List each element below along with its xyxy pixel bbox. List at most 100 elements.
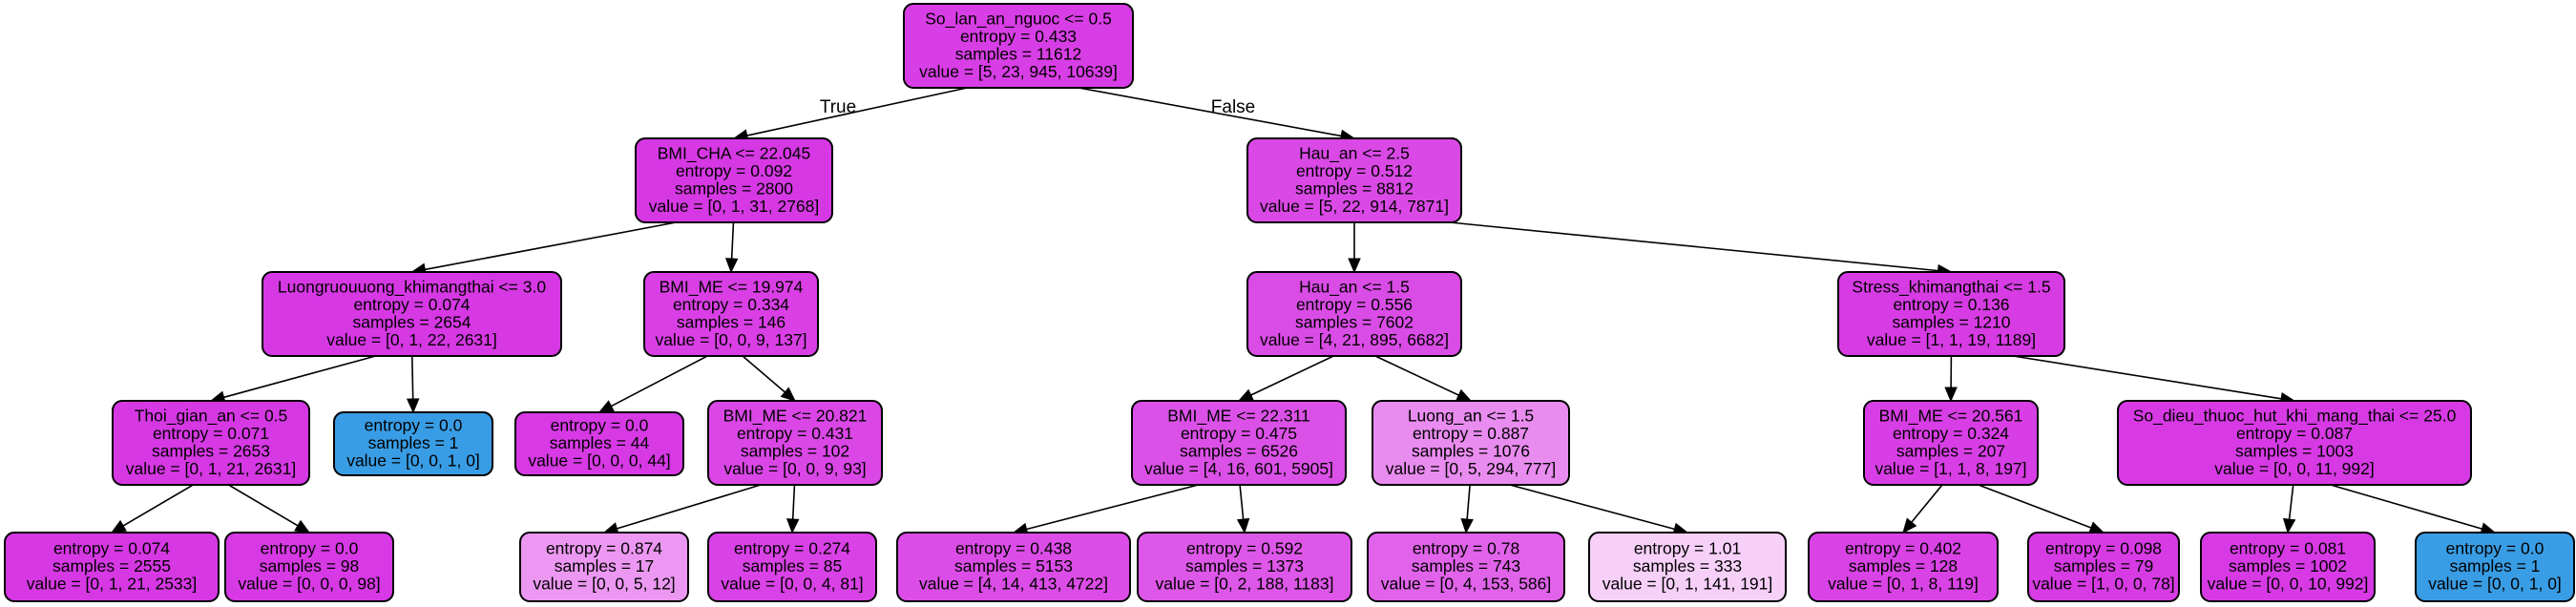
node-line: samples = 79 bbox=[2054, 556, 2154, 576]
node-line: samples = 1373 bbox=[1185, 556, 1304, 576]
tree-edge bbox=[742, 355, 785, 393]
arrow-head-icon bbox=[2282, 517, 2296, 534]
node-line: entropy = 0.78 bbox=[1413, 539, 1519, 558]
node-line: samples = 1076 bbox=[1412, 441, 1530, 460]
node-box bbox=[1863, 400, 2039, 486]
node-line: samples = 1 bbox=[368, 433, 459, 452]
node-line: entropy = 0.0 bbox=[551, 416, 649, 435]
node-line: value = [0, 1, 22, 2631] bbox=[326, 330, 497, 349]
node-box bbox=[1131, 400, 1347, 486]
node-box bbox=[635, 137, 833, 223]
node-line: samples = 146 bbox=[677, 312, 785, 331]
node-line: entropy = 0.087 bbox=[2236, 424, 2353, 443]
node-line: samples = 207 bbox=[1896, 441, 2005, 460]
node-box bbox=[1246, 271, 1462, 357]
node-line: Hau_an <= 2.5 bbox=[1299, 143, 1410, 163]
node-box bbox=[224, 532, 394, 602]
node-line: entropy = 0.136 bbox=[1893, 295, 2009, 314]
node-line: value = [0, 2, 188, 1183] bbox=[1156, 575, 1334, 594]
node-line: Luong_an <= 1.5 bbox=[1408, 406, 1534, 426]
node-line: entropy = 0.433 bbox=[960, 27, 1077, 46]
tree-edge bbox=[425, 221, 677, 271]
arrow-head-icon bbox=[2088, 521, 2105, 534]
node-box bbox=[1372, 400, 1570, 486]
arrow-head-icon bbox=[597, 400, 615, 413]
tree-edge bbox=[1026, 484, 1199, 531]
tree-edge bbox=[1911, 484, 1943, 523]
tree-edge bbox=[1449, 221, 1938, 272]
node-box bbox=[1588, 532, 1787, 602]
arrow-head-icon bbox=[724, 258, 739, 274]
node-box bbox=[1367, 532, 1565, 602]
tree-edge bbox=[746, 87, 968, 136]
node-line: value = [0, 0, 5, 12] bbox=[533, 575, 675, 594]
node-line: Thoi_gian_an <= 0.5 bbox=[135, 406, 288, 426]
node-line: value = [0, 0, 9, 137] bbox=[655, 330, 806, 349]
arrow-head-icon bbox=[110, 519, 127, 534]
arrow-head-icon bbox=[1460, 517, 1474, 534]
node-line: Luongruouuong_khimangthai <= 3.0 bbox=[278, 277, 546, 297]
node-line: samples = 1210 bbox=[1892, 312, 2010, 331]
node-line: value = [0, 0, 4, 81] bbox=[721, 575, 863, 594]
arrow-head-icon bbox=[1944, 387, 1958, 403]
node-line: value = [0, 0, 10, 992] bbox=[2208, 575, 2369, 594]
arrow-head-icon bbox=[1348, 258, 1361, 274]
node-box bbox=[514, 411, 684, 476]
node-line: entropy = 0.512 bbox=[1296, 161, 1413, 180]
tree-edge bbox=[1466, 484, 1471, 520]
node-line: samples = 11612 bbox=[955, 44, 1081, 63]
arrow-head-icon bbox=[1456, 388, 1473, 402]
node-line: samples = 333 bbox=[1633, 556, 1742, 576]
node-line: So_dieu_thuoc_hut_khi_mang_thai <= 25.0 bbox=[2133, 406, 2457, 426]
arrow-head-icon bbox=[294, 519, 311, 534]
node-box bbox=[4, 532, 220, 602]
tree-edge bbox=[611, 355, 708, 408]
node-line: samples = 6526 bbox=[1180, 441, 1298, 460]
node-line: entropy = 0.592 bbox=[1186, 539, 1303, 558]
node-box bbox=[519, 532, 689, 602]
node-box bbox=[896, 532, 1131, 602]
node-line: entropy = 0.074 bbox=[53, 539, 170, 558]
node-line: value = [0, 4, 153, 586] bbox=[1381, 575, 1552, 594]
tree-edge bbox=[228, 484, 299, 527]
node-box bbox=[333, 411, 493, 476]
node-line: value = [4, 16, 601, 5905] bbox=[1144, 459, 1333, 478]
node-line: BMI_ME <= 20.561 bbox=[1879, 406, 2023, 426]
node-line: value = [5, 22, 914, 7871] bbox=[1260, 197, 1449, 216]
node-line: value = [0, 0, 11, 992] bbox=[2214, 459, 2375, 478]
node-line: entropy = 0.0 bbox=[261, 539, 359, 558]
node-line: samples = 2653 bbox=[152, 441, 270, 460]
arrow-head-icon bbox=[785, 518, 800, 534]
node-line: Hau_an <= 1.5 bbox=[1299, 277, 1410, 297]
tree-edge bbox=[1374, 355, 1459, 396]
node-line: entropy = 0.0 bbox=[2446, 539, 2545, 558]
node-line: samples = 102 bbox=[741, 441, 849, 460]
tree-edge bbox=[2330, 484, 2482, 530]
tree-edge bbox=[1239, 484, 1245, 520]
tree-edge bbox=[617, 484, 762, 530]
node-line: value = [1, 0, 0, 78] bbox=[2032, 575, 2174, 594]
node-line: value = [4, 21, 895, 6682] bbox=[1260, 330, 1449, 349]
node-line: samples = 1002 bbox=[2229, 556, 2347, 576]
arrow-head-icon bbox=[1237, 388, 1254, 402]
tree-edge bbox=[410, 355, 414, 400]
node-line: entropy = 0.874 bbox=[546, 539, 662, 558]
arrow-head-icon bbox=[780, 387, 796, 402]
node-line: value = [0, 0, 9, 93] bbox=[723, 459, 866, 478]
